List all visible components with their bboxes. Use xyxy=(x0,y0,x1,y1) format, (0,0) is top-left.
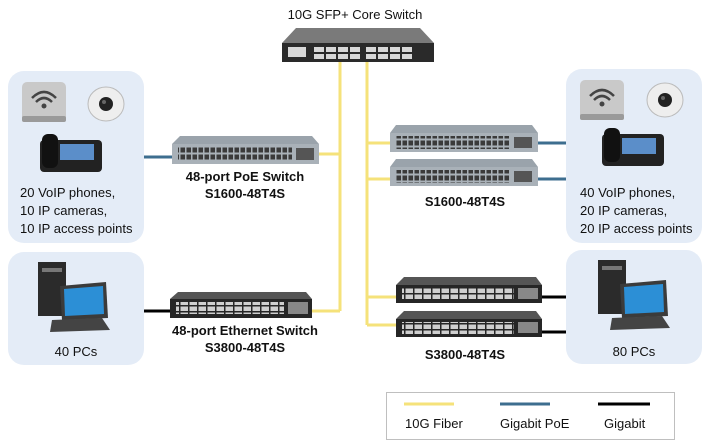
poe-links xyxy=(144,141,566,181)
ip-camera-icon xyxy=(87,86,125,122)
ethernet-switch-left-name: 48-port Ethernet Switch xyxy=(172,323,318,338)
gigabit-links xyxy=(144,295,566,334)
legend-poe-label: Gigabit PoE xyxy=(500,416,570,431)
poe-switch-right-2 xyxy=(390,159,538,186)
ethernet-switch-left xyxy=(170,292,312,318)
poe-switch-right-1 xyxy=(390,125,538,152)
ethernet-switch-right-1 xyxy=(396,277,542,303)
poe-switch-left-model: S1600-48T4S xyxy=(204,186,286,201)
left-top-line-1: 20 VoIP phones, xyxy=(20,185,116,200)
poe-switch-right-model: S1600-48T4S xyxy=(424,194,506,209)
core-switch-label: 10G SFP+ Core Switch xyxy=(287,7,423,22)
left-top-line-3: 10 IP access points xyxy=(20,221,133,236)
voip-phone-icon xyxy=(602,128,664,166)
poe-switch-left-name: 48-port PoE Switch xyxy=(185,169,305,184)
fiber-links xyxy=(312,62,396,327)
left-top-line-2: 10 IP cameras, xyxy=(20,203,108,218)
left-bottom-text: 40 PCs xyxy=(54,344,98,359)
poe-switch-left xyxy=(172,136,319,164)
desktop-pc-icon xyxy=(38,262,110,332)
voip-phone-icon xyxy=(40,134,102,172)
ip-camera-icon xyxy=(646,82,684,118)
ethernet-switch-right-2 xyxy=(396,311,542,337)
wifi-access-point-icon xyxy=(22,82,66,122)
wifi-access-point-icon xyxy=(580,80,624,120)
desktop-pc-icon xyxy=(598,260,670,330)
ethernet-switch-right-model: S3800-48T4S xyxy=(424,347,506,362)
legend-gigabit-label: Gigabit xyxy=(604,416,646,431)
right-top-line-3: 20 IP access points xyxy=(580,221,693,236)
right-top-line-2: 20 IP cameras, xyxy=(580,203,668,218)
ethernet-switch-left-model: S3800-48T4S xyxy=(204,340,286,355)
legend xyxy=(386,392,675,440)
right-top-line-1: 40 VoIP phones, xyxy=(580,185,676,200)
right-bottom-text: 80 PCs xyxy=(612,344,656,359)
legend-fiber-label: 10G Fiber xyxy=(405,416,463,431)
